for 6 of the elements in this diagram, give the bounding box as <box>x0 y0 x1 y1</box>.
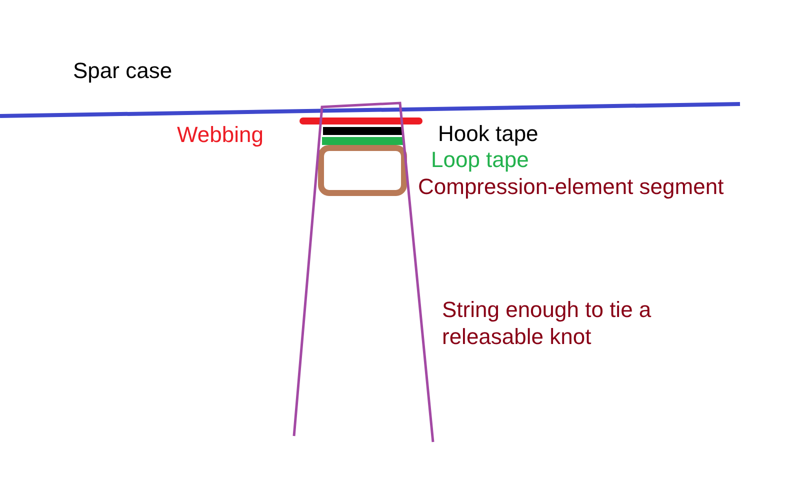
part-label: Spar case <box>73 57 172 84</box>
part-label: Loop tape <box>431 146 529 173</box>
part-label: Webbing <box>177 121 264 148</box>
part-label: Compression-element segment <box>418 173 724 200</box>
part-label: Hook tape <box>438 120 538 147</box>
part-label: String enough to tie a releasable knot <box>442 296 652 350</box>
